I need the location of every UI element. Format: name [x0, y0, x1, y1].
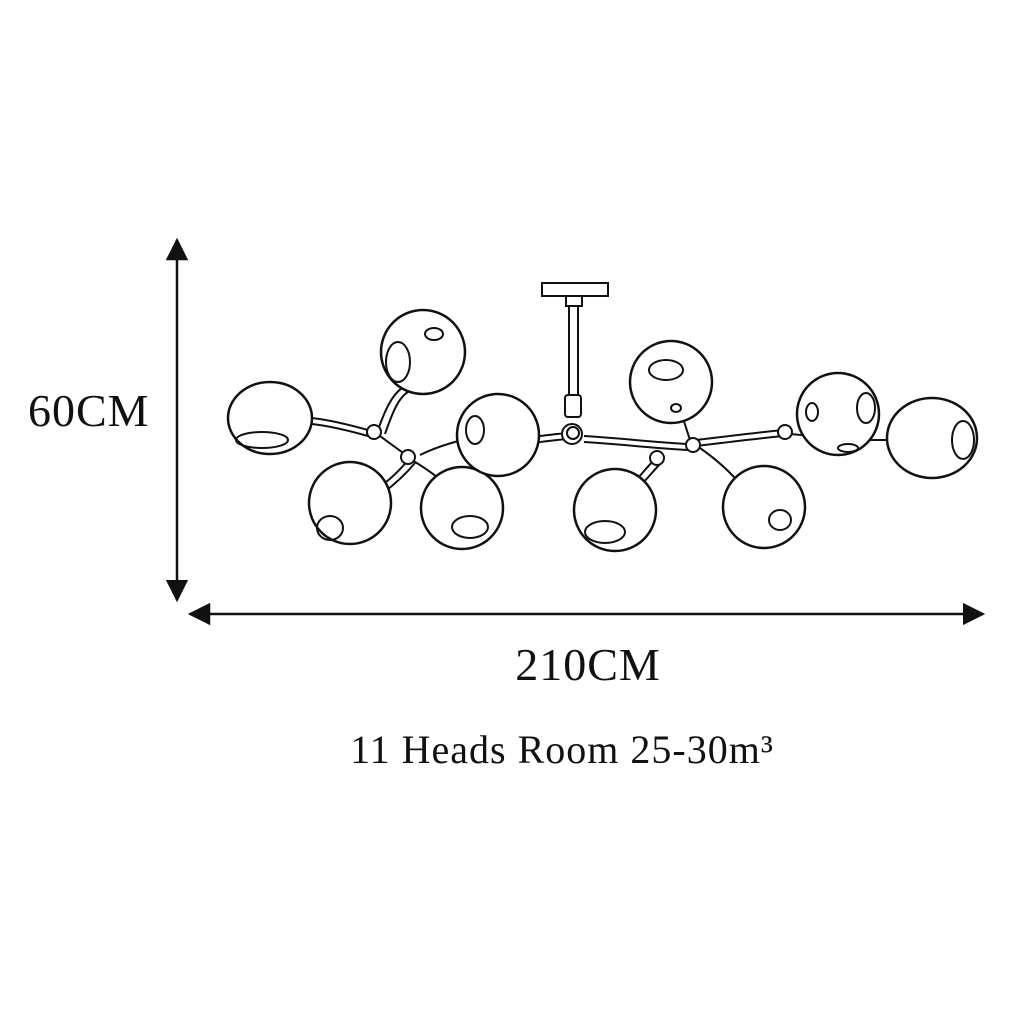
- globe-head-7: [628, 339, 714, 425]
- globe-head-10: [885, 396, 979, 480]
- width-dimension-label: 210CM: [515, 639, 661, 690]
- product-caption: 11 Heads Room 25-30m³: [350, 727, 774, 772]
- branch-joints: [366, 423, 793, 466]
- globe-head-3: [307, 460, 393, 546]
- globe-head-11: [566, 426, 580, 440]
- globe-head-1: [226, 380, 314, 456]
- globe-head-9: [795, 371, 881, 457]
- suspension-rod: [564, 306, 582, 418]
- globe-head-4: [419, 465, 505, 551]
- height-dimension-label: 60CM: [28, 385, 150, 436]
- globe-head-2: [379, 308, 467, 396]
- globe-head-8: [721, 464, 807, 550]
- globe-head-6: [572, 467, 658, 553]
- globe-head-5: [455, 392, 541, 478]
- ceiling-canopy: [541, 282, 609, 307]
